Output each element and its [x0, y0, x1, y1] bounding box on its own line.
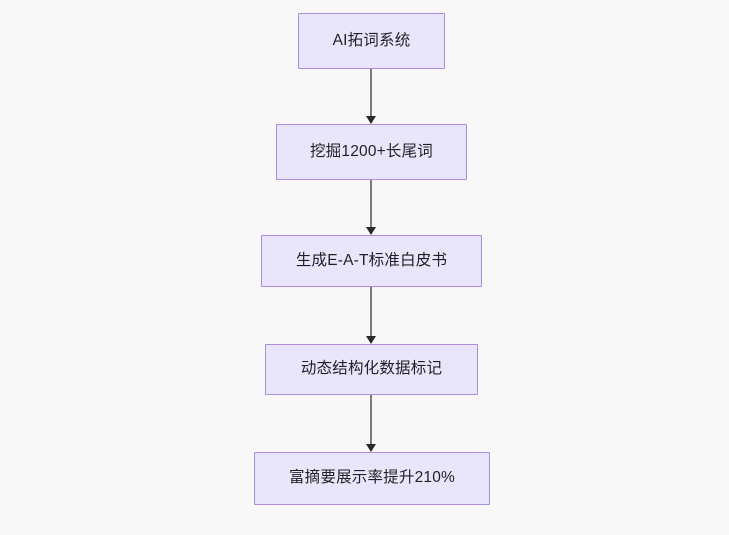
- flow-connector-1: [370, 69, 372, 116]
- flow-arrowhead-2: [366, 227, 376, 235]
- flow-node-rich-snippet-impression-uplift[interactable]: 富摘要展示率提升210%: [254, 452, 490, 505]
- flow-node-label: 挖掘1200+长尾词: [309, 142, 434, 160]
- flow-node-label: 生成E-A-T标准白皮书: [295, 251, 448, 269]
- flow-node-generate-eat-whitepaper[interactable]: 生成E-A-T标准白皮书: [261, 235, 482, 287]
- flow-node-ai-keyword-system[interactable]: AI拓词系统: [298, 13, 445, 69]
- flow-node-label: 富摘要展示率提升210%: [288, 469, 456, 487]
- flow-connector-3: [370, 287, 372, 336]
- flow-node-label: 动态结构化数据标记: [300, 360, 443, 378]
- flow-arrowhead-3: [366, 336, 376, 344]
- flow-connector-2: [370, 180, 372, 227]
- flow-node-mine-longtail-keywords[interactable]: 挖掘1200+长尾词: [276, 124, 467, 180]
- flow-node-dynamic-structured-data-markup[interactable]: 动态结构化数据标记: [265, 344, 478, 395]
- flow-node-label: AI拓词系统: [332, 31, 411, 49]
- flow-arrowhead-1: [366, 116, 376, 124]
- flow-arrowhead-4: [366, 444, 376, 452]
- flow-connector-4: [370, 395, 372, 444]
